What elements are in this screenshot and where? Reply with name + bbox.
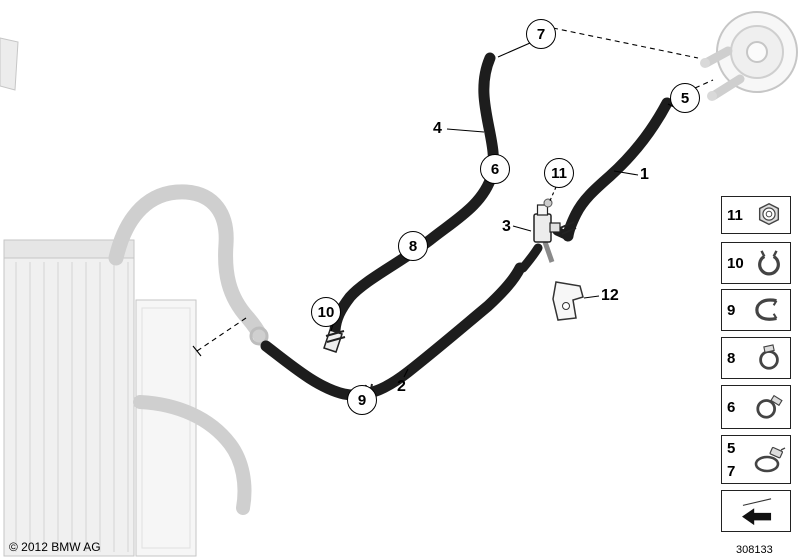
hose-2	[260, 262, 526, 401]
radiator-faded-assembly	[0, 37, 269, 557]
legend-item-number: 5	[727, 439, 736, 457]
callout-number: 11	[551, 164, 567, 182]
legend-item-9[interactable]: 9	[721, 289, 791, 331]
connector-fitting	[323, 329, 346, 353]
callout-circle-10[interactable]: 10	[311, 297, 341, 327]
callout-circle-5[interactable]: 5	[670, 83, 700, 113]
callout-number: 9	[357, 391, 367, 409]
water-valve-part-3	[518, 198, 577, 273]
legend-item-8[interactable]: 8	[721, 337, 791, 379]
callout-number: 7	[536, 25, 546, 43]
bulkhead-fitting-faded	[700, 11, 798, 101]
legend-item-6[interactable]: 6	[721, 385, 791, 429]
part-label-4[interactable]: 4	[433, 120, 442, 137]
legend-item-number: 10	[727, 254, 744, 272]
legend-item-5-7[interactable]: 5 7	[721, 435, 791, 484]
diagram-number: 308133	[736, 544, 773, 556]
legend-item-11[interactable]: 11	[721, 196, 791, 234]
hose-clamp-icon	[759, 344, 779, 370]
hose-4	[329, 52, 499, 336]
copyright-text: © 2012 BMW AG	[9, 540, 101, 554]
legend-item-number: 7	[727, 462, 736, 480]
worm-drive-clamp-icon	[754, 446, 786, 472]
legend-item-10[interactable]: 10	[721, 242, 791, 284]
legend-item-number: 9	[727, 301, 736, 319]
hex-nut-icon	[758, 203, 780, 226]
part-label-2[interactable]: 2	[397, 378, 406, 395]
part-label-3[interactable]: 3	[502, 218, 511, 235]
legend-item-number: 6	[727, 398, 736, 416]
callout-circle-9[interactable]: 9	[347, 385, 377, 415]
leader-lines	[192, 27, 714, 378]
callout-number: 10	[317, 303, 335, 321]
callout-circle-7[interactable]: 7	[526, 19, 556, 49]
legend-item-number: 11	[727, 206, 743, 224]
hose-1	[562, 97, 673, 242]
callout-number: 6	[490, 160, 500, 178]
installation-direction-arrow-icon	[741, 498, 771, 526]
retaining-clip-icon	[755, 298, 778, 321]
part-label-12[interactable]: 12	[601, 287, 619, 304]
bracket-part-12	[552, 281, 584, 321]
screw-type-clamp-icon	[756, 394, 783, 419]
callout-number: 8	[408, 237, 418, 255]
part-label-1[interactable]: 1	[640, 166, 649, 183]
legend-item-number: 8	[727, 349, 736, 367]
callout-number: 5	[680, 89, 690, 107]
spring-band-clamp-icon	[758, 250, 780, 276]
callout-circle-6[interactable]: 6	[480, 154, 510, 184]
callout-circle-8[interactable]: 8	[398, 231, 428, 261]
legend-item-direction	[721, 490, 791, 532]
callout-circle-11[interactable]: 11	[544, 158, 574, 188]
